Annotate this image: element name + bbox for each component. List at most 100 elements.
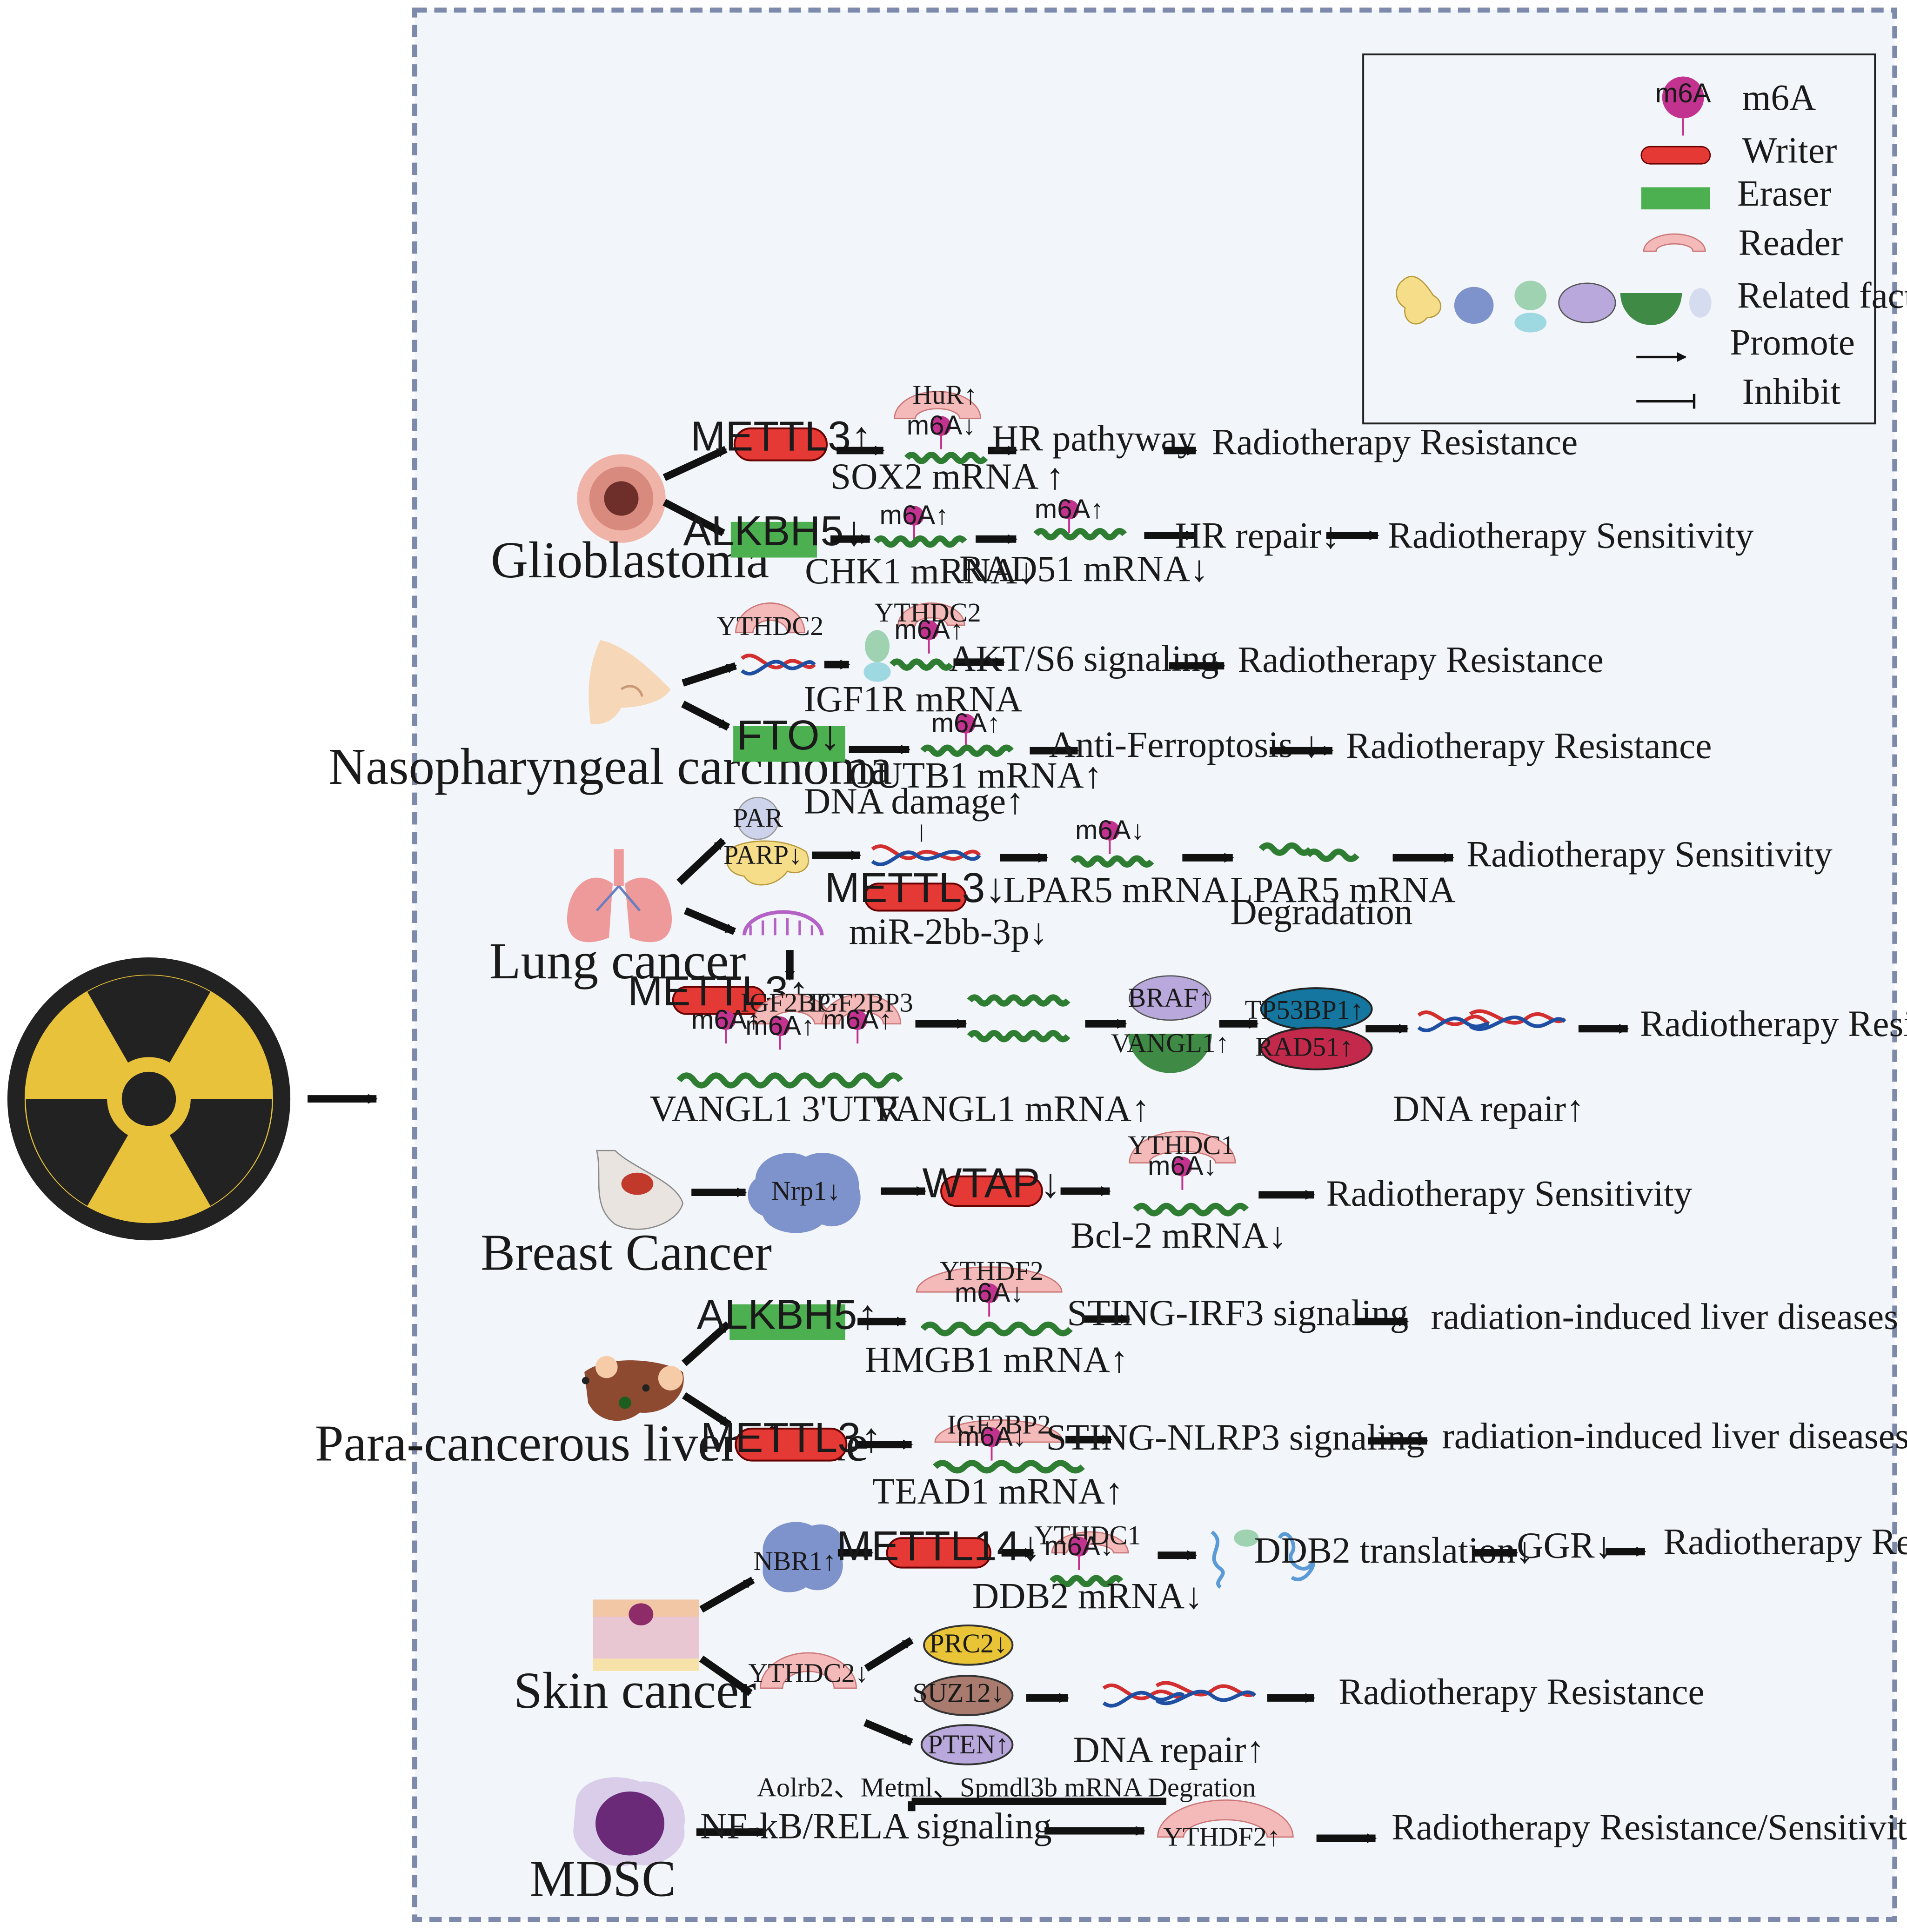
breast-icon	[596, 1150, 684, 1230]
mdsc-cell-icon	[573, 1777, 685, 1866]
glio-sox2-m6a: m6A↓	[907, 410, 976, 441]
glio-alkbh5-label: ALKBH5↓	[683, 508, 865, 555]
npc-antiferroptosis: Anti-Ferroptosis ↓	[1049, 724, 1321, 765]
skin-pten-label: PTEN↑	[928, 1729, 1009, 1759]
skin-ribosome-mrna	[1211, 1530, 1225, 1589]
skin-pten-protein	[920, 1724, 1014, 1765]
skin-section: Skin cancer NBR1↑ METTL14↓ YTHDC1 m6A↓ D…	[514, 1520, 1907, 1770]
npc-resistance-2: Radiotherapy Resistance	[1346, 726, 1712, 767]
liver-rild: radiation-induced liver diseases (RILD)	[1431, 1297, 1907, 1337]
skin-icon	[593, 1599, 699, 1671]
lung-braf-label: BRAF↑	[1128, 983, 1212, 1013]
legend-writer-swatch	[1640, 146, 1711, 165]
lung-resistance: Radiotherapy Resistance	[1640, 1003, 1907, 1044]
liver-tead1-label: TEAD1 mRNA↑	[872, 1471, 1124, 1512]
mdsc-outcome: Radiotherapy Resistance/Sensitivity	[1392, 1807, 1907, 1848]
skin-ggr: GGR↓	[1517, 1525, 1613, 1566]
legend-reader-label: Reader	[1739, 222, 1843, 263]
lung-dna-repair: DNA repair↑	[1393, 1089, 1585, 1130]
liver-tead1-m6a: m6A↓	[957, 1422, 1026, 1452]
glio-sensitivity: Radiotherapy Sensitivity	[1388, 515, 1754, 556]
skin-prc2-label: PRC2↓	[929, 1628, 1007, 1658]
breast-wtap-label: WTAP↓	[922, 1160, 1061, 1207]
lung-par-label: PAR	[733, 803, 783, 833]
lung-vangl1-protein	[1128, 1033, 1212, 1073]
legend-eraser-swatch	[1641, 187, 1710, 210]
lung-label: Lung cancer	[489, 933, 746, 990]
glio-chk1-m6a: m6A↑	[880, 500, 949, 530]
lung-rad51-label: RAD51↑	[1255, 1032, 1353, 1062]
npc-outb1-label: OUTB1 mRNA↑	[849, 755, 1102, 796]
glio-hr-repair: HR repair↓	[1175, 515, 1340, 556]
breast-nrp1-label: Nrp1↓	[771, 1176, 841, 1206]
npc-ythdc2-label: YTHDC2	[717, 611, 823, 641]
mdsc-ythdf2-reader	[1157, 1799, 1294, 1838]
liver-hmgb1-label: HMGB1 mRNA↑	[865, 1339, 1128, 1380]
lungs-icon	[567, 849, 672, 943]
lung-vangl1-label: VANGL1↑	[1111, 1028, 1229, 1058]
skin-resistance: Radiotherapy Resistance	[1663, 1522, 1907, 1563]
lung-vangl1-m6a-3: m6A↑	[823, 1004, 892, 1035]
lung-lpar5-deg-label: LPAR5 mRNA	[1231, 869, 1456, 910]
skin-mettl14-pill	[886, 1537, 991, 1569]
liver-icon	[582, 1356, 684, 1421]
legend-promote-label: Promote	[1730, 322, 1855, 363]
lung-section: Lung cancer PAR PARP↓ DNA damage↑ METTL3…	[489, 781, 1907, 1130]
lung-parp-label: PARP↓	[723, 840, 802, 870]
breast-ythdc1-reader	[1129, 1130, 1236, 1163]
glio-resistance: Radiotherapy Resistance	[1212, 421, 1578, 462]
skin-ythdc2-reader	[759, 1652, 857, 1689]
glioblastoma-label: Glioblastoma	[491, 532, 769, 589]
mdsc-label: MDSC	[529, 1851, 676, 1908]
lung-mir-label: miR-2bb-3p↓	[849, 911, 1048, 952]
npc-igf1r-m6a: m6A↑	[894, 615, 964, 645]
glio-sox2-label: SOX2 mRNA ↑	[830, 456, 1064, 497]
breast-wtap-pill	[940, 1175, 1043, 1207]
mdsc-section: MDSC NF-kB/RELA signaling Aolrb2、Metml、S…	[529, 1772, 1907, 1908]
legend: m6A m6A Writer Eraser Reader Related fac…	[1362, 53, 1907, 425]
liver-sting-nlrp3: STING-NLRP3 signaling	[1046, 1417, 1425, 1458]
skin-dna-repair: DNA repair↑	[1073, 1730, 1265, 1771]
lung-parp-protein	[726, 840, 809, 886]
lung-vangl1-mrna-label: VANGL1 mRNA↑	[873, 1089, 1150, 1130]
lung-lpar5-label: LPAR5 mRNA	[1003, 869, 1228, 910]
lung-sensitivity: Radiotherapy Sensitivity	[1466, 834, 1833, 875]
breast-bcl2-label: Bcl-2 mRNA↓	[1071, 1215, 1287, 1256]
legend-related-swatches	[1396, 276, 1712, 333]
lung-mettl3-label: METTL3↓	[825, 865, 1006, 911]
mdsc-ythdf2-label: YTHDF2↑	[1163, 1821, 1280, 1852]
skin-mettl14-label: METTL14↓	[836, 1523, 1041, 1570]
lung-dna-damage: DNA damage↑	[804, 781, 1024, 822]
skin-ythdc2-label: YTHDC2↓	[748, 1658, 868, 1688]
breast-section: Breast Cancer Nrp1↓ WTAP↓ YTHDC1 m6A↓ Bc…	[481, 1130, 1693, 1282]
breast-label: Breast Cancer	[481, 1224, 772, 1282]
npc-akt-label: AKT/S6 signaling	[949, 638, 1219, 679]
liver-rild-2: radiation-induced liver diseases (RILD)	[1442, 1416, 1907, 1457]
breast-nrp1-protein	[748, 1152, 861, 1233]
lung-braf-protein	[1129, 975, 1211, 1021]
glioblastoma-section: Glioblastoma METTL3↑ HuR↑ m6A↓ SOX2 mRNA…	[491, 380, 1754, 592]
npc-ythdc2-reader-2	[897, 602, 965, 626]
liver-alkbh5-box	[729, 1304, 845, 1340]
glio-hr-pathway: HR pathyway	[992, 418, 1196, 459]
nose-icon	[589, 640, 671, 724]
glio-hur-label: HuR↑	[913, 380, 977, 410]
mdsc-degration-label: Aolrb2、Metml、Spmdl3b mRNA Degration	[757, 1772, 1256, 1803]
mdsc-nfkb-label: NF-kB/RELA signaling	[700, 1805, 1052, 1846]
npc-fto-label: FTO↓	[737, 712, 841, 759]
lung-mir-icon	[742, 910, 824, 936]
skin-nbr1-protein	[763, 1522, 844, 1592]
liver-ythdf2-label: YTHDF2	[940, 1256, 1044, 1286]
glio-rad51-label: RAD51 mRNA↓	[959, 548, 1209, 589]
brain-tumor-icon	[577, 454, 666, 543]
skin-suz12-protein	[920, 1675, 1014, 1716]
lung-par-circle	[736, 796, 780, 840]
lung-tp53bp1-label: TP53BP1↑	[1245, 995, 1364, 1025]
legend-related-label: Related factor	[1737, 275, 1907, 316]
radiation-hazard-icon	[7, 957, 291, 1241]
liver-hmgb1-m6a: m6A↓	[955, 1277, 1024, 1308]
legend-reader-swatch	[1643, 233, 1706, 252]
legend-m6a-label: m6A	[1742, 77, 1816, 118]
legend-eraser-label: Eraser	[1737, 173, 1832, 214]
skin-prc2-protein	[923, 1624, 1014, 1666]
